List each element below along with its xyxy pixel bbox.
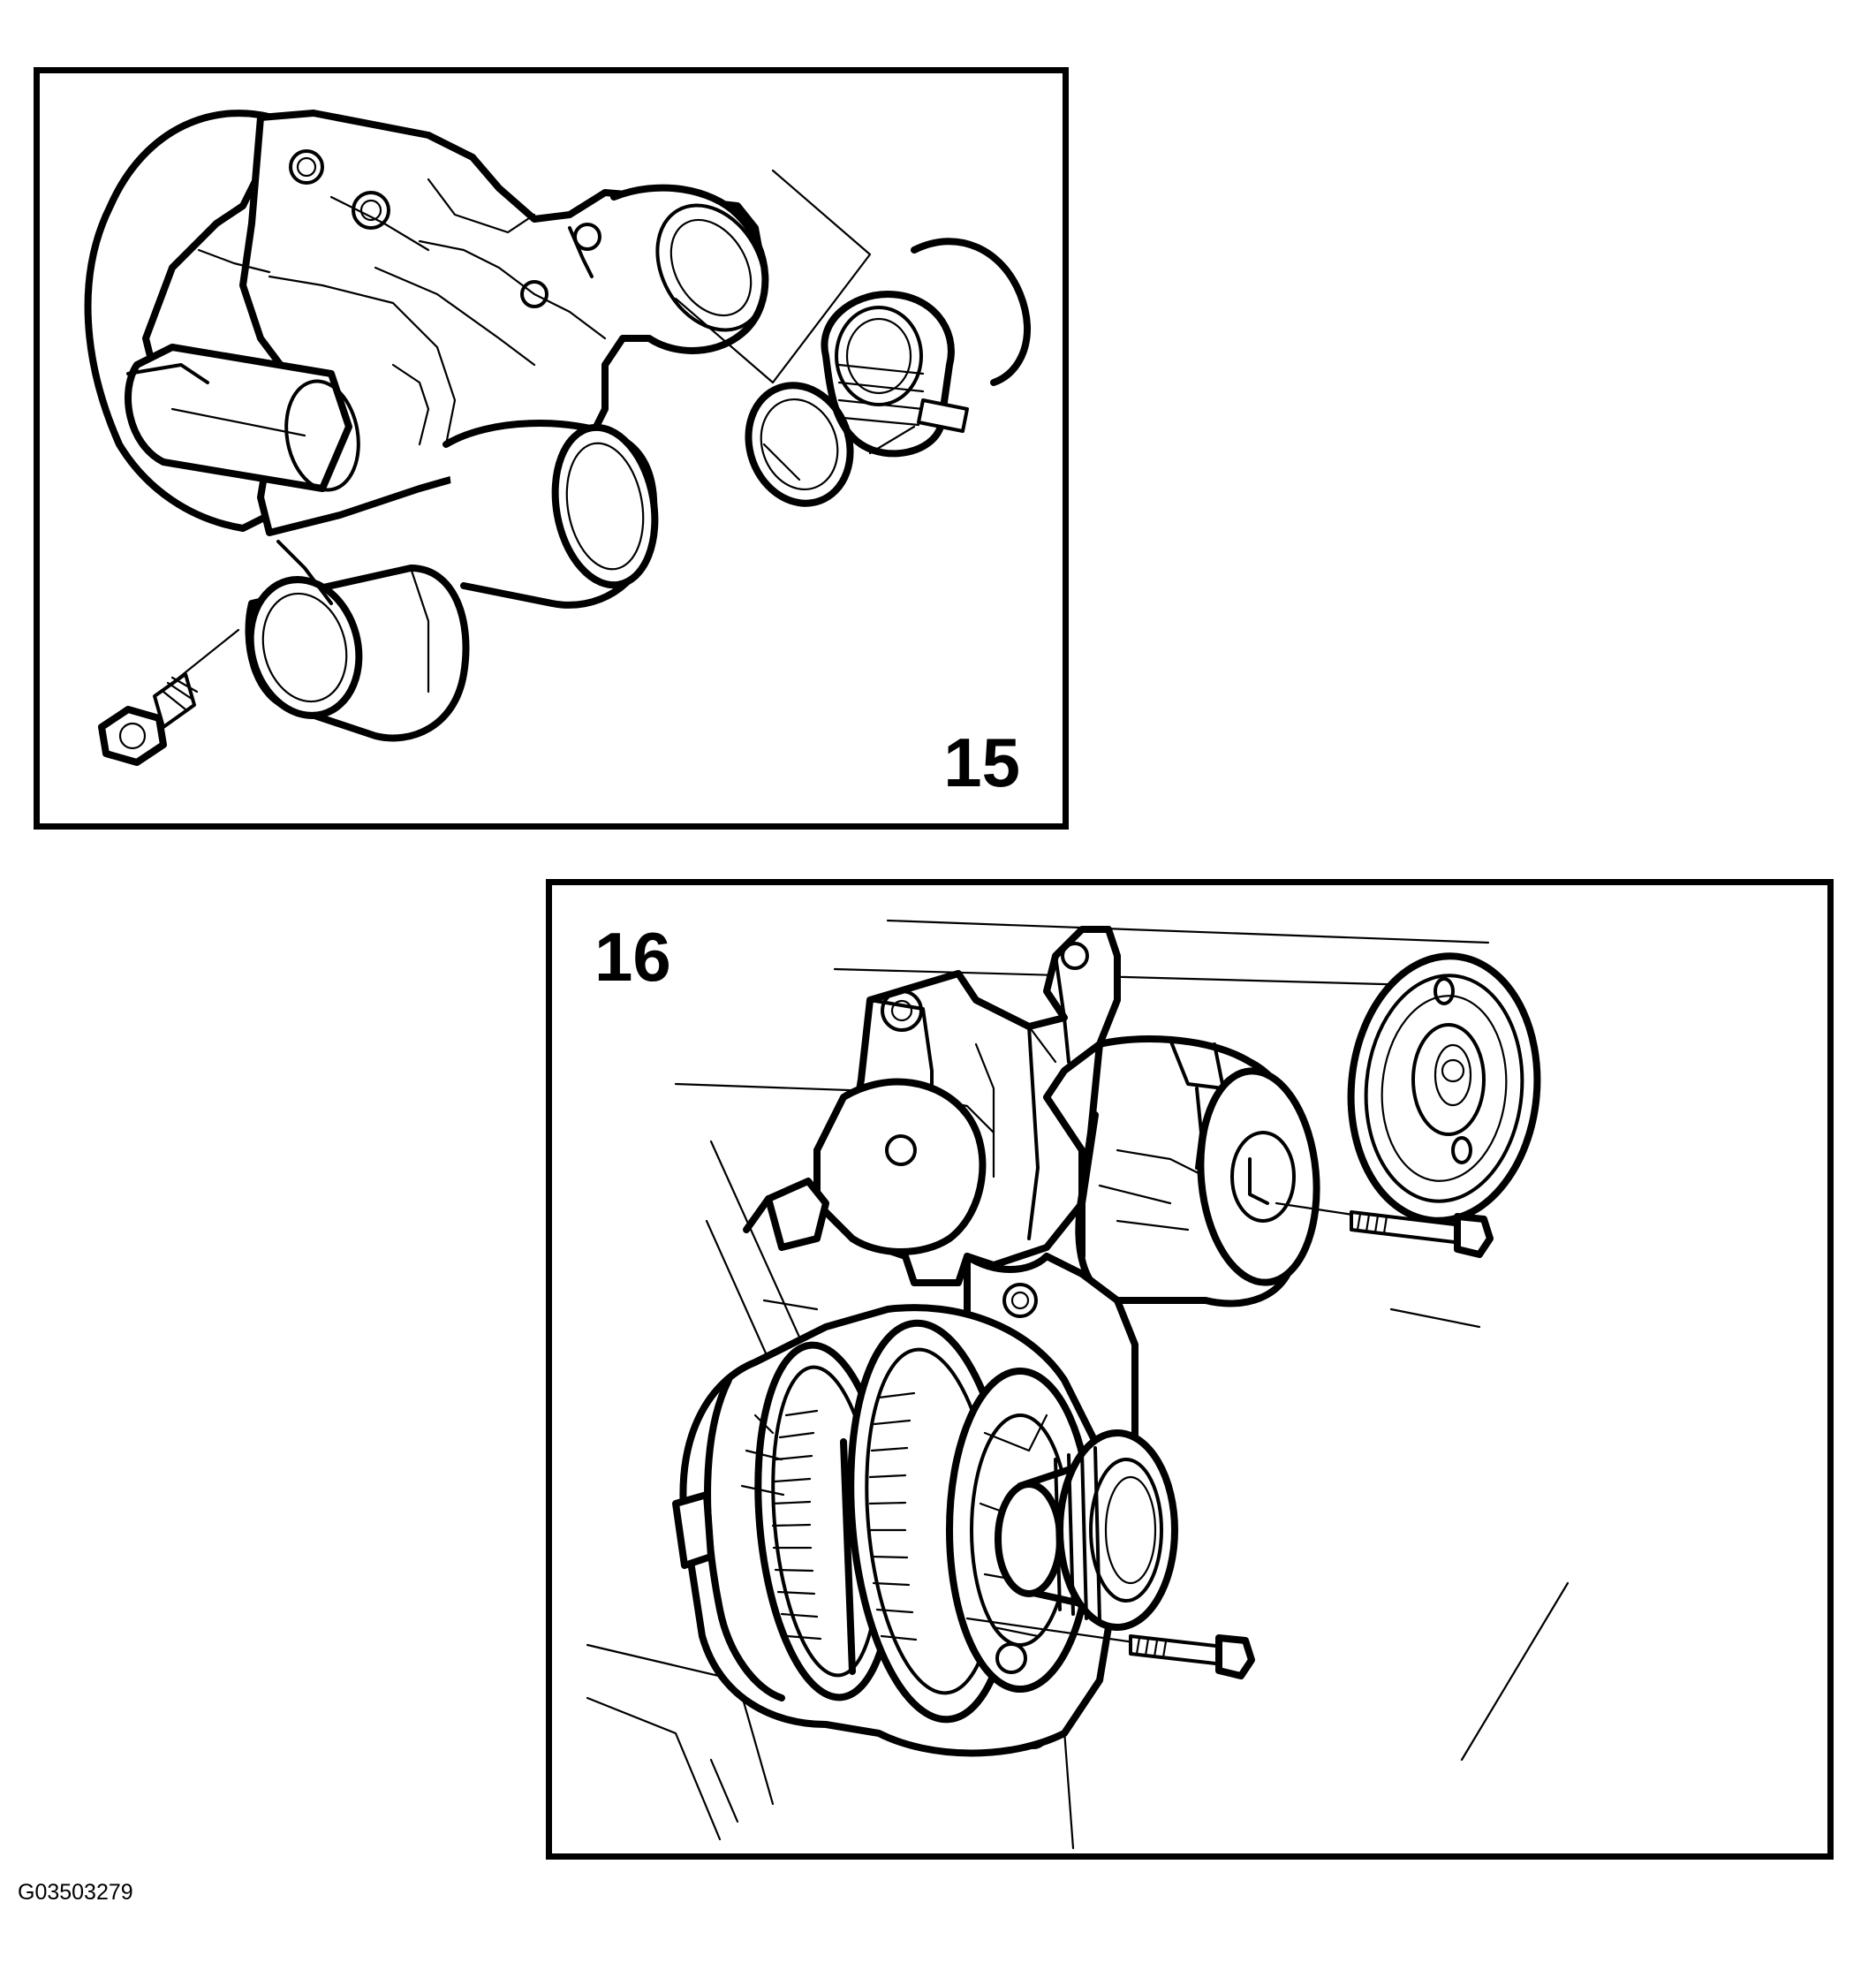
step-number: 15 [943,724,1020,801]
panel-step-16: 16 [546,879,1834,1860]
step-number: 16 [594,918,671,996]
figure-code: G03503279 [18,1880,133,1905]
alternator-tensioner-illustration [586,919,1570,1850]
panel-step-15: 15 [34,67,1069,830]
thermostat-housing-illustration [84,110,1031,766]
